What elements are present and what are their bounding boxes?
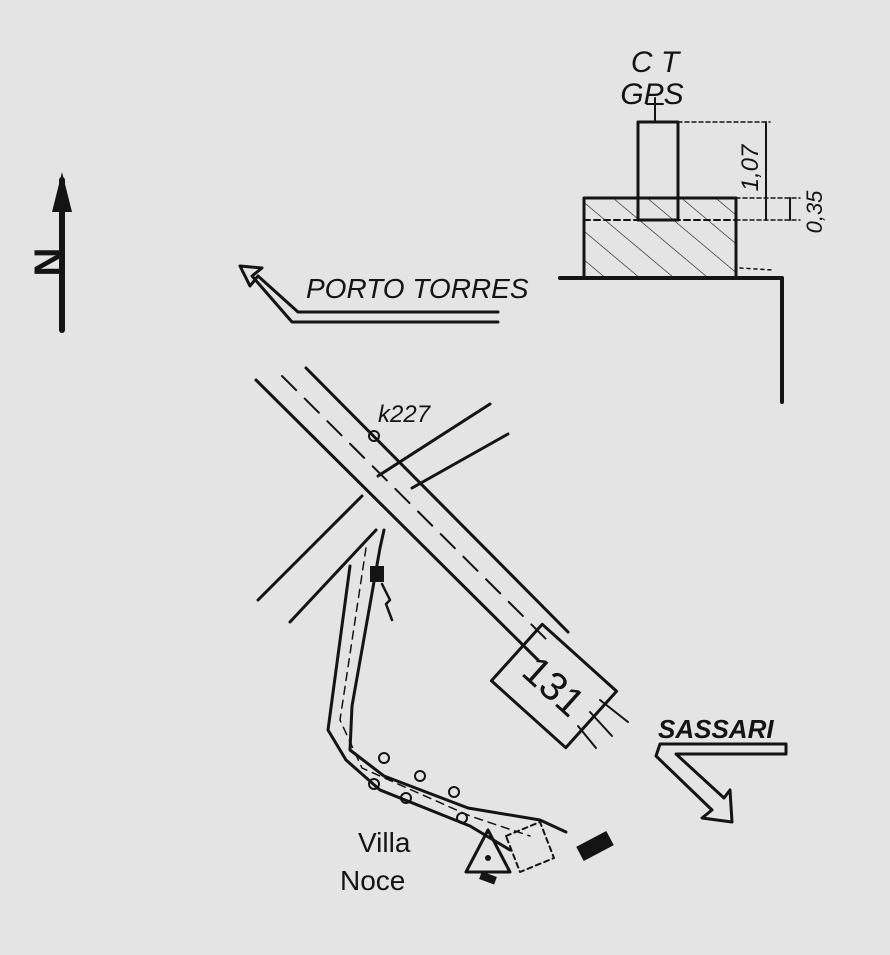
- locality-name-line1: Villa: [358, 827, 411, 858]
- benchmark-label-bottom: GPS: [620, 78, 683, 111]
- road-number-shield: 131: [489, 622, 619, 750]
- dimension-height: 1,07: [737, 143, 764, 191]
- power-line-icon: [370, 566, 394, 622]
- building-solid-icon: [576, 830, 614, 862]
- benchmark-triangle-icon: [464, 828, 512, 885]
- building-dashed-icon: [505, 821, 555, 873]
- north-arrow-icon: N: [27, 172, 72, 333]
- benchmark-label-top: C T: [631, 46, 682, 79]
- dimension-base: 0,35: [802, 190, 827, 234]
- road-network: [254, 366, 629, 749]
- km-marker-label: k227: [378, 401, 432, 428]
- north-arrow-letter: N: [27, 248, 71, 277]
- locality-name-line2: Noce: [340, 865, 405, 896]
- benchmark-detail: C T GPS 1,07 0,35: [558, 46, 827, 404]
- destination-sassari: SASSARI: [658, 714, 774, 744]
- direction-sassari: SASSARI: [654, 714, 788, 824]
- km-marker: k227: [368, 401, 432, 442]
- destination-porto-torres: PORTO TORRES: [306, 273, 529, 304]
- direction-porto-torres: PORTO TORRES: [238, 264, 529, 324]
